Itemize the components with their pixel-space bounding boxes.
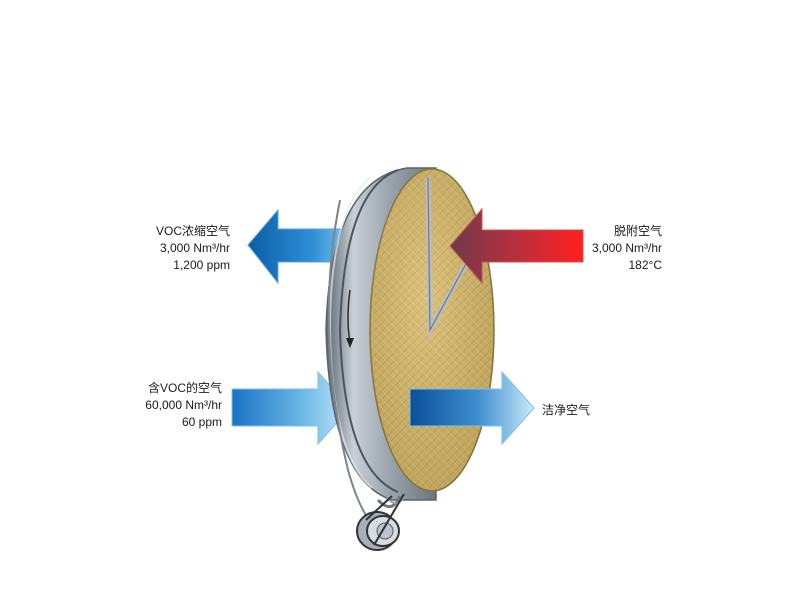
clean-air-name: 洁净空气 [542, 403, 591, 417]
concentrated-air-ppm: 1,200 ppm [173, 258, 230, 272]
drive-motor [356, 493, 405, 551]
arrow-voc-inlet [231, 370, 351, 446]
label-voc-inlet-air: 含VOC的空气 60,000 Nm³/hr 60 ppm [110, 380, 222, 431]
concentrated-air-name: VOC浓缩空气 [155, 224, 230, 238]
voc-inlet-air-name: 含VOC的空气 [147, 381, 222, 395]
voc-inlet-air-flow: 60,000 Nm³/hr [145, 398, 222, 412]
voc-inlet-air-ppm: 60 ppm [181, 415, 222, 429]
desorption-air-name: 脱附空气 [613, 224, 662, 238]
label-clean-air: 洁净空气 [542, 402, 622, 419]
concentrated-air-flow: 3,000 Nm³/hr [159, 241, 230, 255]
label-concentrated-air: VOC浓缩空气 3,000 Nm³/hr 1,200 ppm [120, 223, 230, 274]
desorption-air-temp: 182°C [628, 258, 663, 272]
desorption-air-flow: 3,000 Nm³/hr [591, 241, 662, 255]
arrow-desorption-in [449, 207, 584, 285]
arrow-clean-out [409, 370, 535, 446]
label-desorption-air: 脱附空气 3,000 Nm³/hr 182°C [550, 223, 662, 274]
